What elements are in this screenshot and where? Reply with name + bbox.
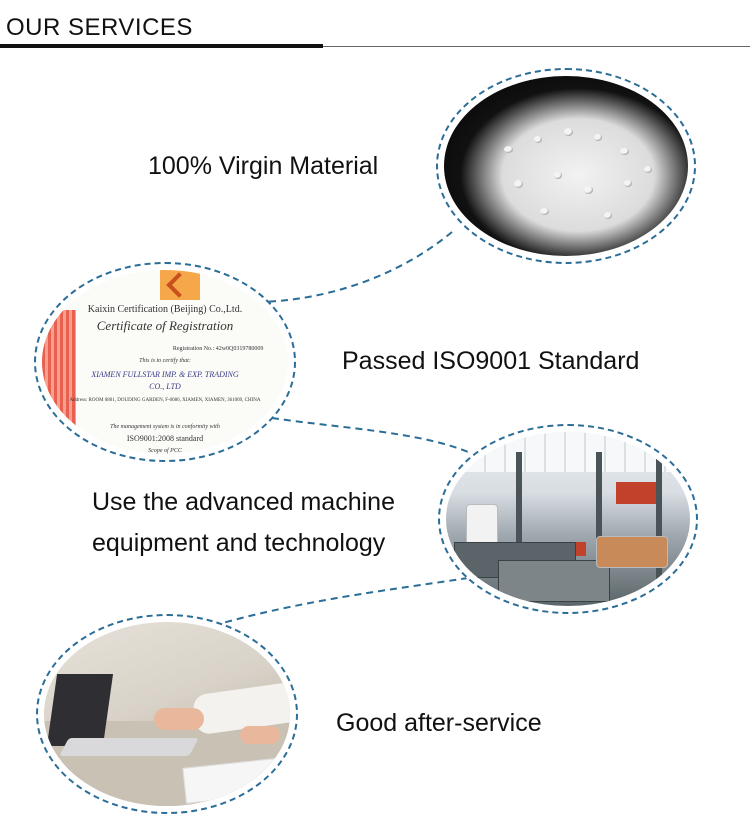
- caption-machine-line2: equipment and technology: [92, 529, 386, 557]
- after-service-photo: [36, 614, 298, 814]
- cert-certify-line: This is to certify that:: [139, 358, 191, 364]
- certificate-image: Kaixin Certification (Beijing) Co.,Ltd. …: [42, 270, 288, 454]
- factory-photo: [438, 424, 698, 614]
- cert-address: Address: ROOM 0801, DOUDING GARDEN, F-00…: [69, 398, 261, 403]
- connector-1: [259, 231, 453, 303]
- caption-iso-standard: Passed ISO9001 Standard: [342, 347, 640, 375]
- header-rule-thin: [323, 46, 750, 47]
- cert-title: Certificate of Registration: [96, 318, 234, 333]
- kaixin-logo: [160, 270, 200, 300]
- pellets-image: [444, 76, 688, 256]
- caption-machine-line1: Use the advanced machine: [92, 488, 395, 516]
- cert-company-line2: CO., LTD: [149, 382, 181, 391]
- cert-scope: Scope of PCC: [148, 448, 182, 454]
- cert-company-line1: XIAMEN FULLSTAR IMP. & EXP. TRADING: [91, 370, 239, 379]
- caption-virgin-material: 100% Virgin Material: [148, 152, 379, 180]
- cert-standard: ISO9001:2008 standard: [126, 434, 204, 443]
- connector-3: [204, 577, 469, 629]
- cert-issuer: Kaixin Certification (Beijing) Co.,Ltd.: [87, 304, 243, 315]
- header-rule-thick: [0, 44, 323, 48]
- section-title: OUR SERVICES: [6, 14, 193, 41]
- iso-certificate-photo: Kaixin Certification (Beijing) Co.,Ltd. …: [34, 262, 296, 462]
- cert-conformity: The management system is in conformity w…: [110, 424, 220, 430]
- virgin-material-photo: [436, 68, 696, 264]
- connector-2: [271, 417, 469, 453]
- certificate-border-stripe: [42, 310, 76, 430]
- cert-registration: Registration No.: 42w0Q0319780009: [172, 346, 264, 352]
- caption-after-service: Good after-service: [336, 709, 542, 737]
- factory-image: [446, 432, 690, 606]
- office-image: [44, 622, 290, 806]
